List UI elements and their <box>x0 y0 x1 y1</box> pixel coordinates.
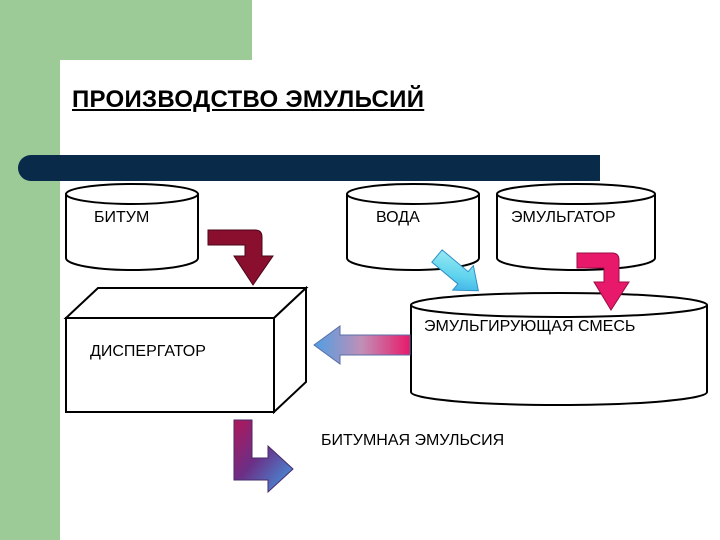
emulgator-label: ЭМУЛЬГАТОР <box>511 209 616 226</box>
voda-tank <box>346 183 480 271</box>
arrow-voda-to-mixture <box>431 249 479 292</box>
green-background-left <box>0 0 60 540</box>
mixture-label: ЭМУЛЬГИРУЮЩАЯ СМЕСЬ <box>424 318 636 335</box>
arrow-dispergator-to-output <box>233 419 294 494</box>
voda-label: ВОДА <box>376 209 420 226</box>
page-title: ПРОИЗВОДСТВО ЭМУЛЬСИЙ <box>72 86 425 113</box>
bitum-label: БИТУМ <box>94 209 150 226</box>
bitum-tank <box>65 183 199 271</box>
output-label: БИТУМНАЯ ЭМУЛЬСИЯ <box>321 432 505 449</box>
arrow-bitum-to-dispergator <box>207 229 274 286</box>
arrow-emulgator-to-mixture <box>576 252 630 311</box>
title-divider-bar <box>18 155 600 181</box>
dispergator-box <box>63 285 309 415</box>
emulgator-tank <box>496 183 656 271</box>
dispergator-label: ДИСПЕРГАТОР <box>90 343 206 360</box>
arrow-mixture-to-dispergator <box>313 325 411 365</box>
mixture-tank <box>410 292 708 406</box>
white-corner <box>60 60 120 120</box>
